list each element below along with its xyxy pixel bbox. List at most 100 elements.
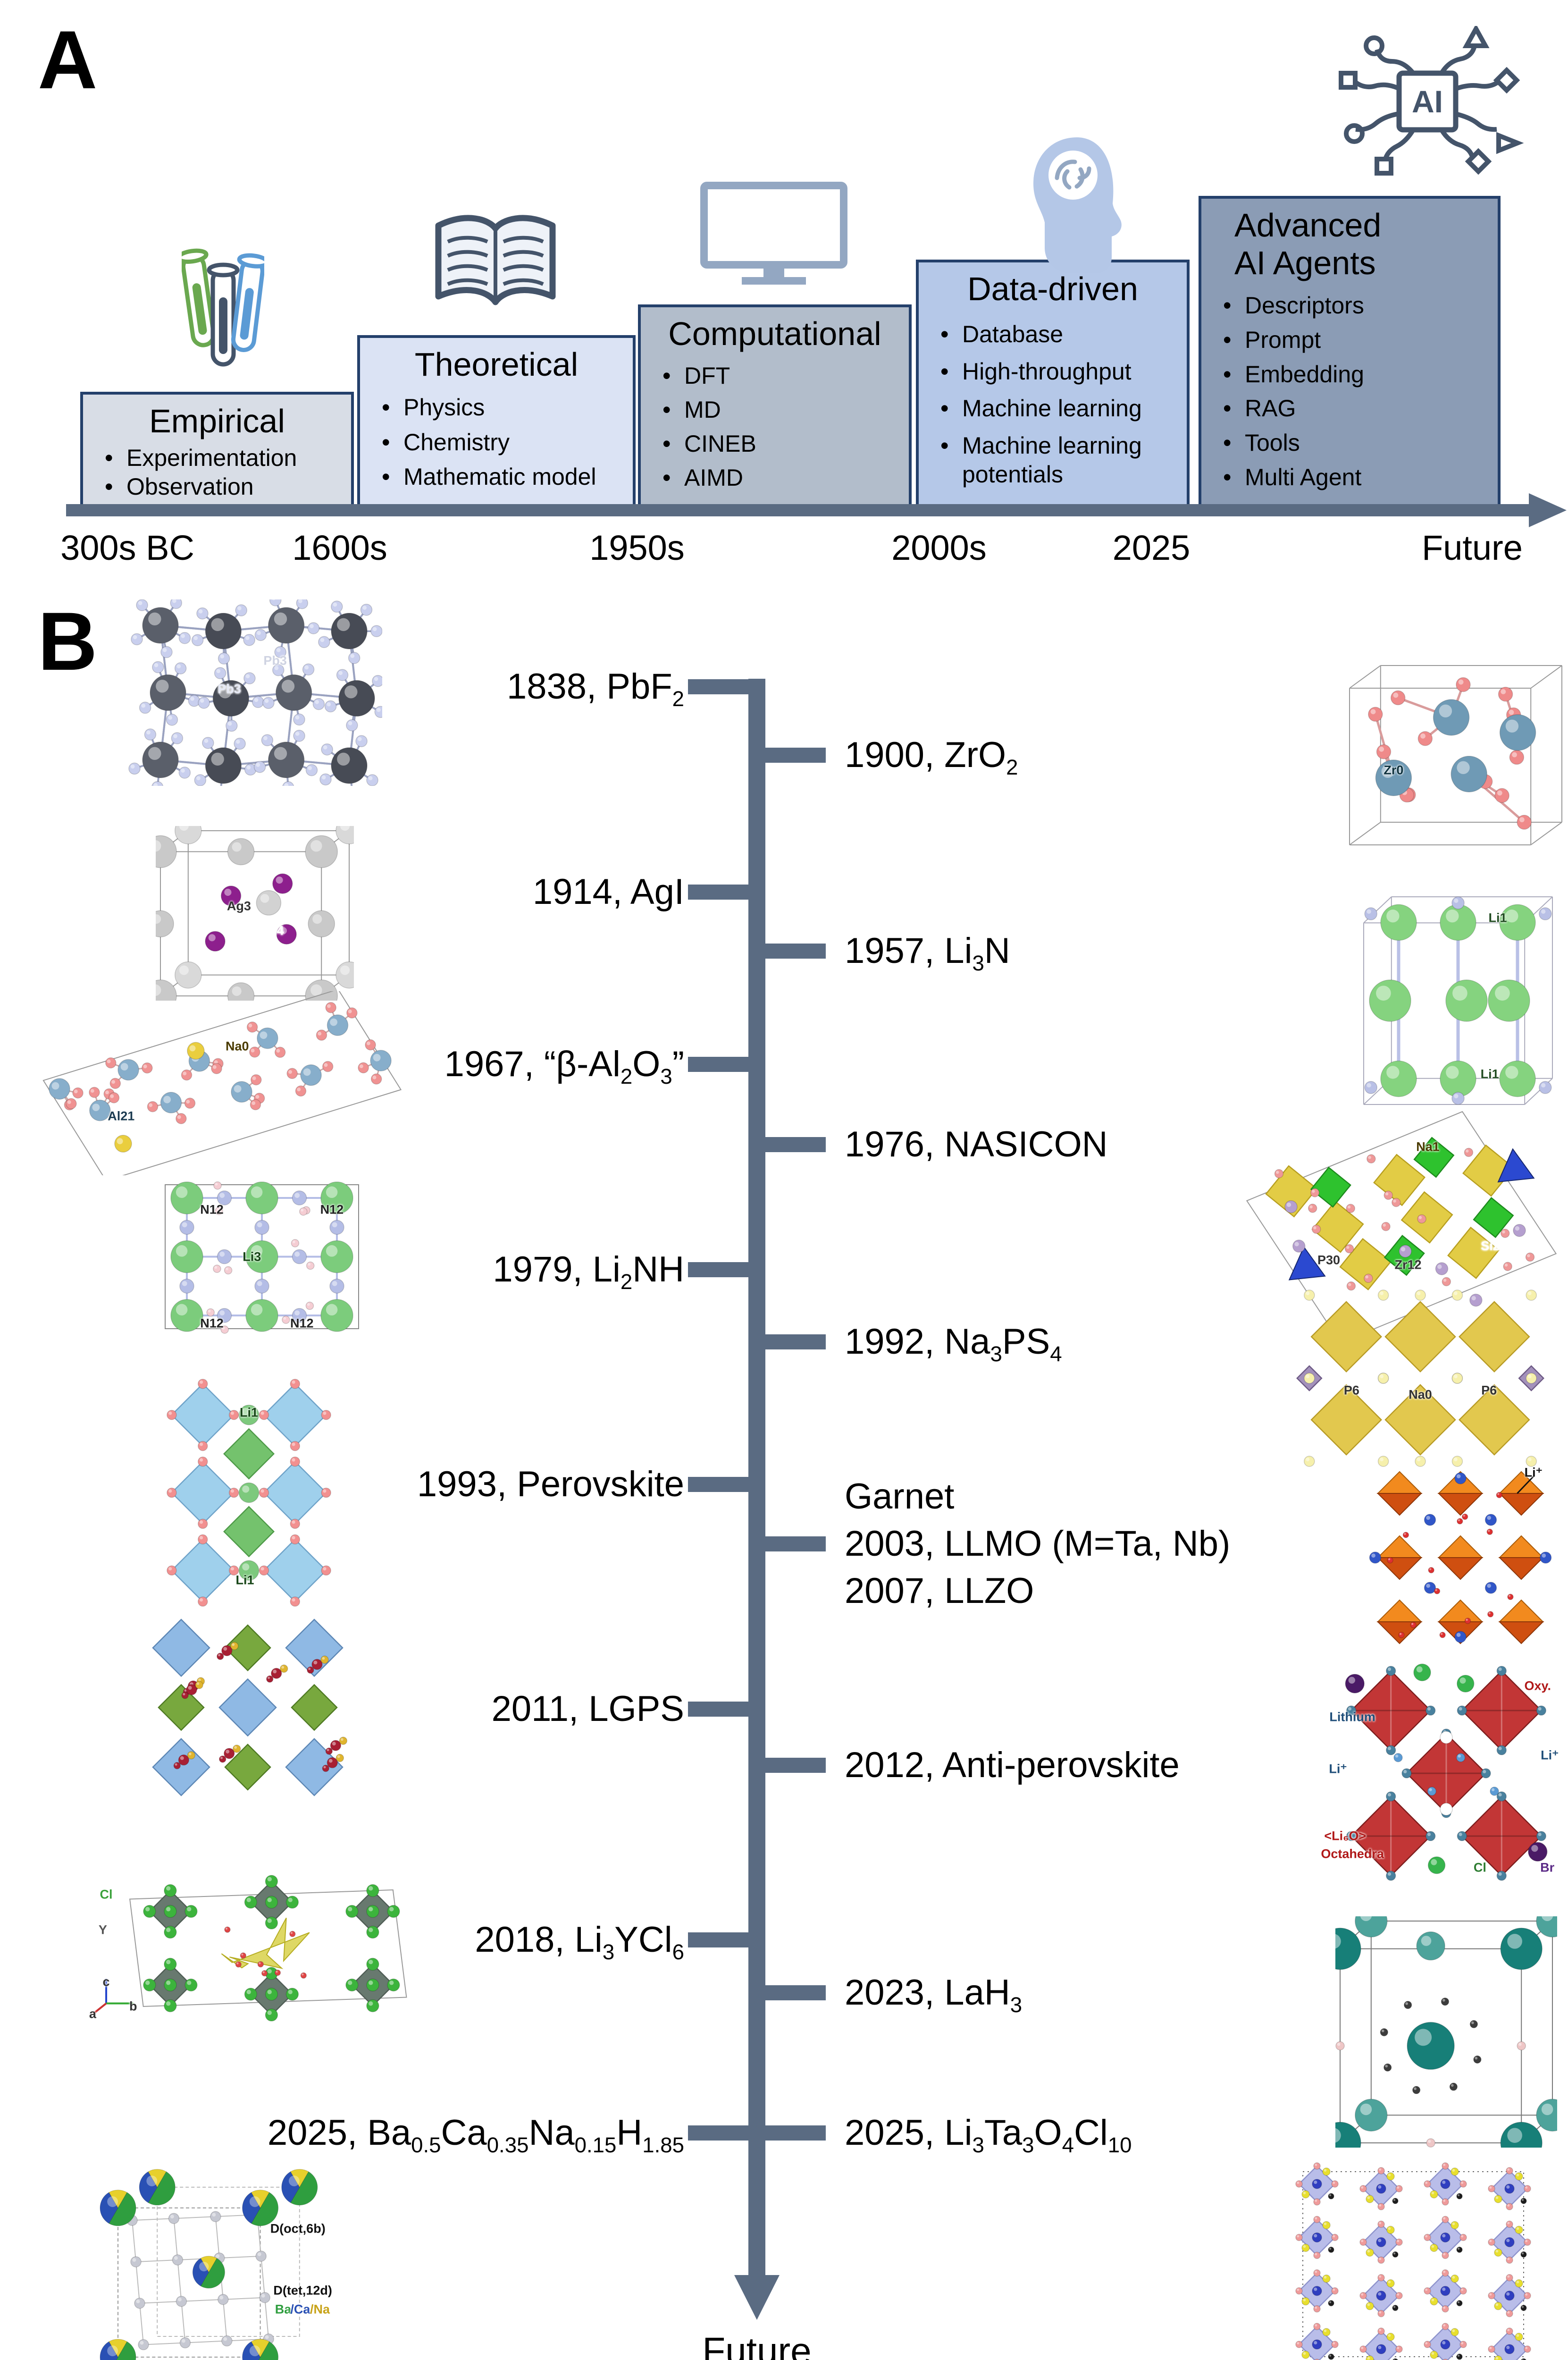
stage-bullet: Tools <box>1220 429 1489 457</box>
stage-title: Theoretical <box>414 346 579 383</box>
axis-label: 2000s <box>891 528 987 567</box>
stage-title: Data-driven <box>967 270 1138 307</box>
structure-annotation: /Ca <box>290 2302 310 2317</box>
stage-box-empirical: Empirical ExperimentationObservation <box>80 392 354 507</box>
stage-title: Empirical <box>149 403 285 439</box>
stage-bullet-list: DescriptorsPromptEmbeddingRAG ToolsMulti … <box>1201 282 1498 504</box>
timeline-entry-label: 1992, Na3PS4 <box>845 1322 1062 1366</box>
timeline-tick-na3ps4 <box>765 1334 826 1349</box>
timeline-vertical-line <box>748 679 765 2276</box>
timeline-tick-bahydride <box>688 2125 748 2141</box>
stage-bullet: Descriptors <box>1220 291 1489 320</box>
stage-bullet: CINEB <box>660 430 900 458</box>
panel-a-label: A <box>38 14 98 106</box>
structure-lah3 <box>1335 1916 1557 2148</box>
structure-annotation: /Na <box>310 2302 330 2317</box>
structure-annotation: Li1 <box>1480 1067 1499 1081</box>
structure-annotation: Pb3 <box>263 653 287 668</box>
stage-bullet-list: DatabaseHigh-throughputMachine learningM… <box>919 308 1187 504</box>
timeline-entry-label: 2025, Li3Ta3O4Cl10 <box>845 2113 1132 2158</box>
structure-annotation: Zr0 <box>1384 763 1404 777</box>
timeline-entry-label: 1967, “β-Al2O3” <box>444 1044 684 1089</box>
stage-bullet: Prompt <box>1220 326 1489 354</box>
stage-bullet: RAG <box>1220 394 1489 423</box>
timeline-axis-arrowhead <box>1529 493 1567 527</box>
stage-box-computational: Computational DFTMDCINEBAIMD <box>638 304 912 507</box>
stage-bullet: Machine learning <box>938 394 1178 423</box>
stage-bullet: Mathematic model <box>379 463 624 491</box>
structure-annotation: Li1 <box>235 1573 254 1587</box>
structure-annotation: D(oct,6b) <box>270 2221 326 2236</box>
structure-annotation: I4 <box>273 923 284 938</box>
timeline-entry-label: 1993, Perovskite <box>417 1464 684 1504</box>
structure-annotation: N12 <box>320 1202 344 1217</box>
structure-annotation: N12 <box>290 1316 314 1331</box>
stage-title: Computational <box>668 315 881 352</box>
stage-box-data-driven: Data-driven DatabaseHigh-throughputMachi… <box>916 260 1190 507</box>
stage-bullet: MD <box>660 396 900 424</box>
timeline-entry-label: 2018, Li3YCl6 <box>475 1920 684 1964</box>
stage-bullet: AIMD <box>660 464 900 492</box>
stage-box-advanced-ai-agents: Advanced AI Agents DescriptorsPromptEmbe… <box>1199 196 1501 507</box>
structure-annotation: b <box>129 1999 137 2014</box>
structure-annotation: Li1 <box>1488 910 1507 925</box>
structure-annotation: Cl <box>1473 1860 1486 1874</box>
ai-chip-label: AI <box>1412 84 1443 119</box>
stage-bullet-list: DFTMDCINEBAIMD <box>641 353 909 504</box>
timeline-axis <box>66 504 1529 516</box>
structure-annotation: Na1 <box>1416 1139 1440 1154</box>
structure-annotation: N12 <box>200 1316 224 1331</box>
stage-box-theoretical: Theoretical PhysicsChemistryMathematic m… <box>357 335 636 507</box>
structure-annotation: Pb3 <box>218 682 241 696</box>
timeline-tick-lah3 <box>765 1985 826 2000</box>
axis-label: Future <box>1422 528 1523 567</box>
structure-annotation: Li⁺ <box>1541 1748 1559 1762</box>
stage-bullet: Embedding <box>1220 360 1489 389</box>
structure-annotation: Na0 <box>1409 1387 1432 1402</box>
stage-title: Advanced AI Agents <box>1234 207 1382 281</box>
structure-li3ta <box>1291 2155 1536 2360</box>
structure-annotation: Cl <box>100 1887 113 1902</box>
structure-annotation: <Li₆O> <box>1324 1829 1367 1843</box>
stage-bullet: Multi Agent <box>1220 463 1489 492</box>
structure-annotation: Li3 <box>243 1249 261 1264</box>
structure-annotation: Ba <box>275 2302 292 2317</box>
structure-annotation: Octahedra <box>1321 1846 1384 1861</box>
structure-annotation: Al21 <box>108 1109 135 1123</box>
structure-annotation: Ag3 <box>226 899 251 913</box>
stage-bullet-list: ExperimentationObservation <box>83 440 351 508</box>
timeline-tick-pbf2 <box>688 679 748 694</box>
timeline-tick-li2nh <box>688 1262 748 1277</box>
panel-b-label: B <box>38 596 98 688</box>
structure-annotation: Li⁺ <box>1524 1465 1543 1480</box>
structure-annotation: P6 <box>1481 1383 1497 1398</box>
timeline-tick-lgps <box>688 1702 748 1717</box>
structure-annotation: a <box>89 2006 96 2021</box>
axis-label: 2025 <box>1112 528 1191 567</box>
timeline-future-label: Future <box>702 2330 812 2360</box>
stage-bullet: High-throughput <box>938 357 1178 386</box>
timeline-tick-li3ta <box>765 2125 826 2141</box>
axis-label: 1950s <box>589 528 685 567</box>
ai-chip-icon: AI <box>1321 24 1529 182</box>
stage-bullet: Observation <box>102 472 343 501</box>
structure-annotation: P30 <box>1317 1253 1341 1267</box>
brain-head-icon <box>1024 135 1135 276</box>
structure-lgps <box>137 1614 359 1801</box>
timeline-tick-nasicon <box>765 1137 826 1152</box>
timeline-tick-li3ycl6 <box>688 1932 748 1947</box>
open-book-icon <box>432 212 559 316</box>
structure-annotation: Na0 <box>226 1039 249 1054</box>
timeline-down-arrowhead <box>734 2275 780 2320</box>
timeline-tick-garnet <box>765 1536 826 1551</box>
stage-bullet: Experimentation <box>102 444 343 472</box>
